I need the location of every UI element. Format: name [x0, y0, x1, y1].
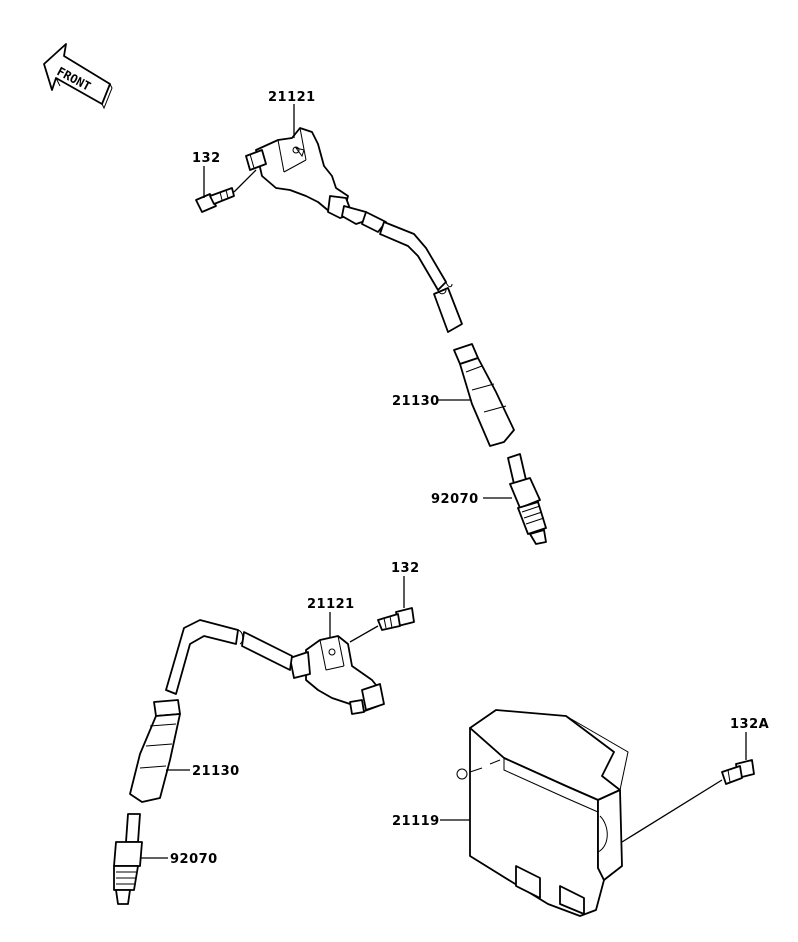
- lead-wire-lower: [165, 619, 293, 695]
- plug-cap-upper: [453, 343, 515, 447]
- spark-plug-lower: [113, 813, 143, 905]
- bolt-igniter: [721, 759, 755, 785]
- bolt-lower: [377, 607, 415, 631]
- callout-plug-cap-upper: 21130: [392, 394, 440, 409]
- plug-cap-lower: [129, 699, 181, 803]
- spark-plug-upper: [507, 453, 547, 545]
- callout-igniter-unit: 21119: [392, 814, 440, 829]
- leader-bolt-to-coil-upper: [233, 169, 257, 193]
- ignition-coil-lower: [289, 635, 385, 715]
- callout-ignition-coil-lower: 21121: [307, 597, 355, 612]
- lead-wire-upper: [361, 211, 463, 333]
- leader-bolt-to-igniter: [621, 779, 723, 843]
- leader-bolt-to-coil-lower: [349, 625, 379, 643]
- igniter-unit: [456, 709, 629, 917]
- callout-bolt-igniter: 132A: [730, 717, 769, 732]
- callout-spark-plug-upper: 92070: [431, 492, 479, 507]
- callout-ignition-coil-upper: 21121: [268, 90, 316, 105]
- callout-plug-cap-lower: 21130: [192, 764, 240, 779]
- front-arrow-icon: FRONT: [43, 43, 113, 110]
- bolt-upper: [195, 187, 235, 213]
- callout-bolt-upper: 132: [192, 151, 221, 166]
- callout-bolt-lower: 132: [391, 561, 420, 576]
- ignition-coil-upper: [245, 127, 369, 225]
- callout-spark-plug-lower: 92070: [170, 852, 218, 867]
